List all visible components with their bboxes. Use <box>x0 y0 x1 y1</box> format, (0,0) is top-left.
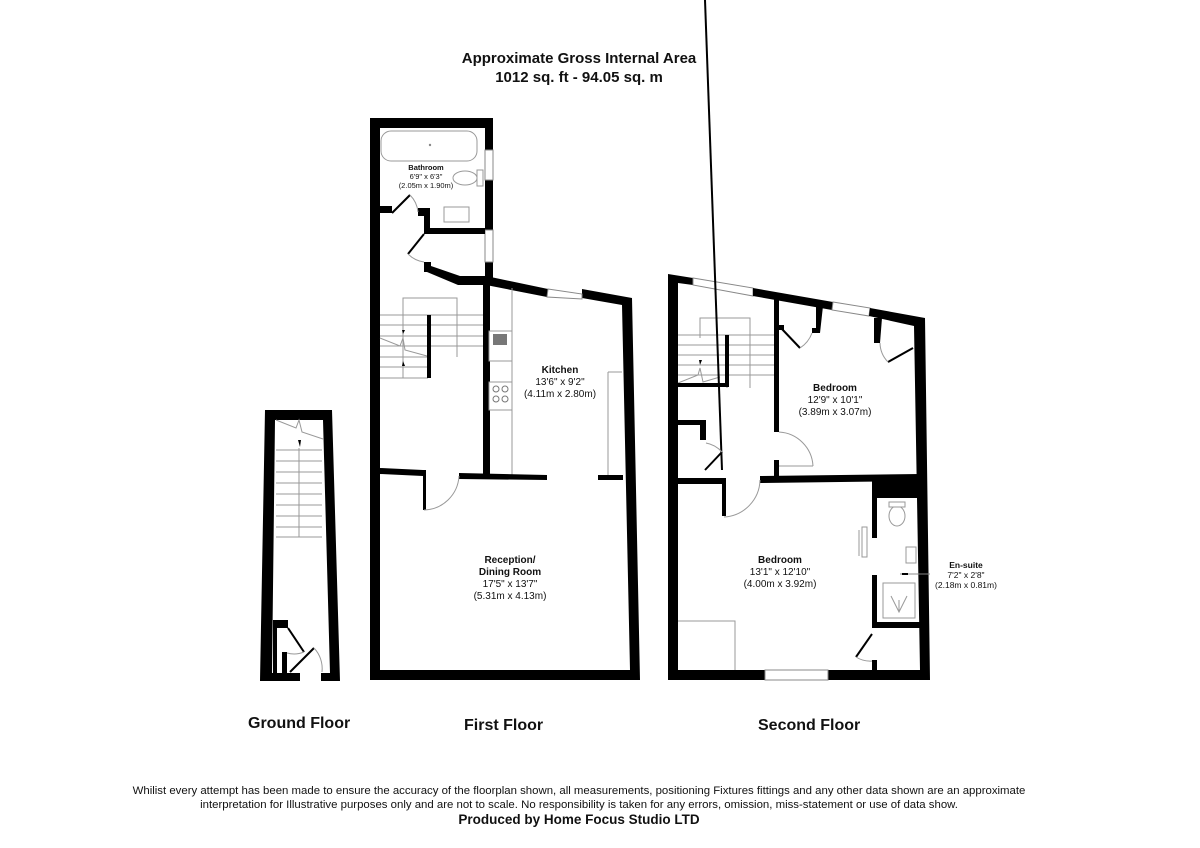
room-label-reception-dining: Reception/ Dining Room 17'5" x 13'7" (5.… <box>473 555 547 602</box>
room-label-bathroom: Bathroom 6'9" x 6'3" (2.05m x 1.90m) <box>398 163 454 190</box>
room-label-kitchen: Kitchen 13'6" x 9'2" (4.11m x 2.80m) <box>523 365 597 400</box>
room-label-en-suite: En-suite 7'2" x 2'8" (2.18m x 0.81m) <box>935 560 997 591</box>
floor-label-first: First Floor <box>464 717 544 734</box>
second-floor-plan <box>668 0 930 681</box>
gross-internal-area-title: Approximate Gross Internal Area 1012 sq.… <box>0 49 1158 87</box>
title-line-1: Approximate Gross Internal Area <box>461 50 697 67</box>
first-floor-plan <box>370 118 640 680</box>
title-line-2: 1012 sq. ft - 94.05 sq. m <box>495 69 663 86</box>
room-label-back-bedroom: Bedroom 13'1" x 12'10" (4.00m x 3.92m) <box>743 555 817 590</box>
disclaimer-line-2: interpretation for Illustrative purposes… <box>200 799 958 811</box>
produced-by: Produced by Home Focus Studio LTD <box>458 812 700 827</box>
disclaimer-line-1: Whilist every attempt has been made to e… <box>132 785 1026 797</box>
disclaimer: Whilist every attempt has been made to e… <box>0 784 1158 812</box>
ground-floor-plan <box>260 410 340 681</box>
floor-label-second: Second Floor <box>758 717 861 734</box>
floor-label-ground: Ground Floor <box>248 715 351 732</box>
room-label-front-bedroom: Bedroom 12'9" x 10'1" (3.89m x 3.07m) <box>798 383 872 418</box>
